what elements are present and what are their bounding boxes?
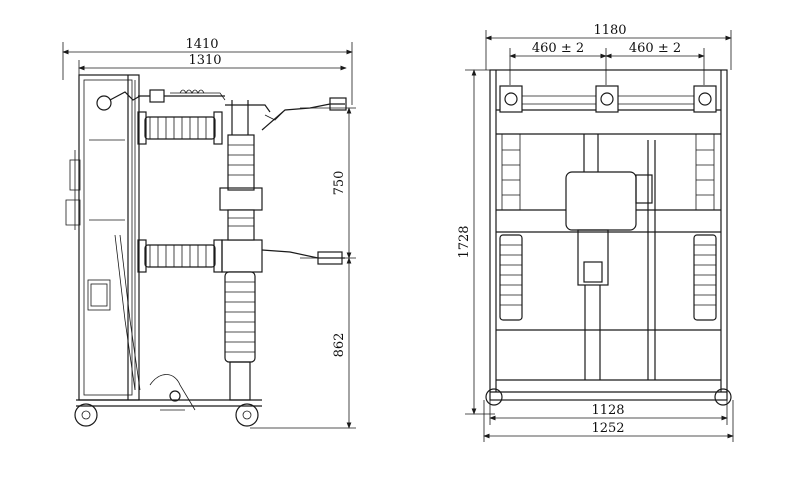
front-center-mechanism [565,134,656,380]
dim-label-460-right: 460 ± 2 [629,41,681,56]
front-top-terminals [499,85,717,113]
front-view: 1180 460 ± 2 460 ± 2 1728 1128 [457,23,734,442]
front-pole-right [693,133,717,321]
side-lower-terminal [261,249,345,265]
side-lower-insulator [137,239,263,273]
dim-label-1728: 1728 [457,225,472,258]
dim-pole-spacing: 460 ± 2 460 ± 2 [509,41,705,85]
dim-label-750: 750 [332,171,347,196]
side-operating-lever [96,91,196,411]
dim-label-1180: 1180 [593,23,626,38]
side-breaker-column [219,100,271,241]
dim-vertical-side: 750 862 [250,107,356,429]
dim-overall-width-side: 1410 [62,37,353,105]
dim-label-1252: 1252 [591,421,624,436]
dim-label-1128: 1128 [591,403,624,418]
dim-label-1310: 1310 [188,53,221,68]
dim-label-1410: 1410 [185,37,218,52]
dim-label-862: 862 [332,333,347,358]
side-upper-insulator [137,89,226,145]
front-pole-left [499,133,523,321]
front-wheels [485,388,732,406]
dim-overall-width-front: 1180 [485,23,732,70]
dim-base-front: 1128 1252 [483,400,734,442]
side-wheels [74,403,259,427]
dim-label-460-left: 460 ± 2 [532,41,584,56]
side-support-insulator [224,271,256,401]
side-view: 1410 1310 750 862 [62,37,356,429]
dim-overall-height-front: 1728 [457,69,495,415]
side-cabinet-frame [65,74,262,407]
dim-frame-width-side: 1310 [78,53,347,80]
side-upper-terminal [261,97,347,131]
